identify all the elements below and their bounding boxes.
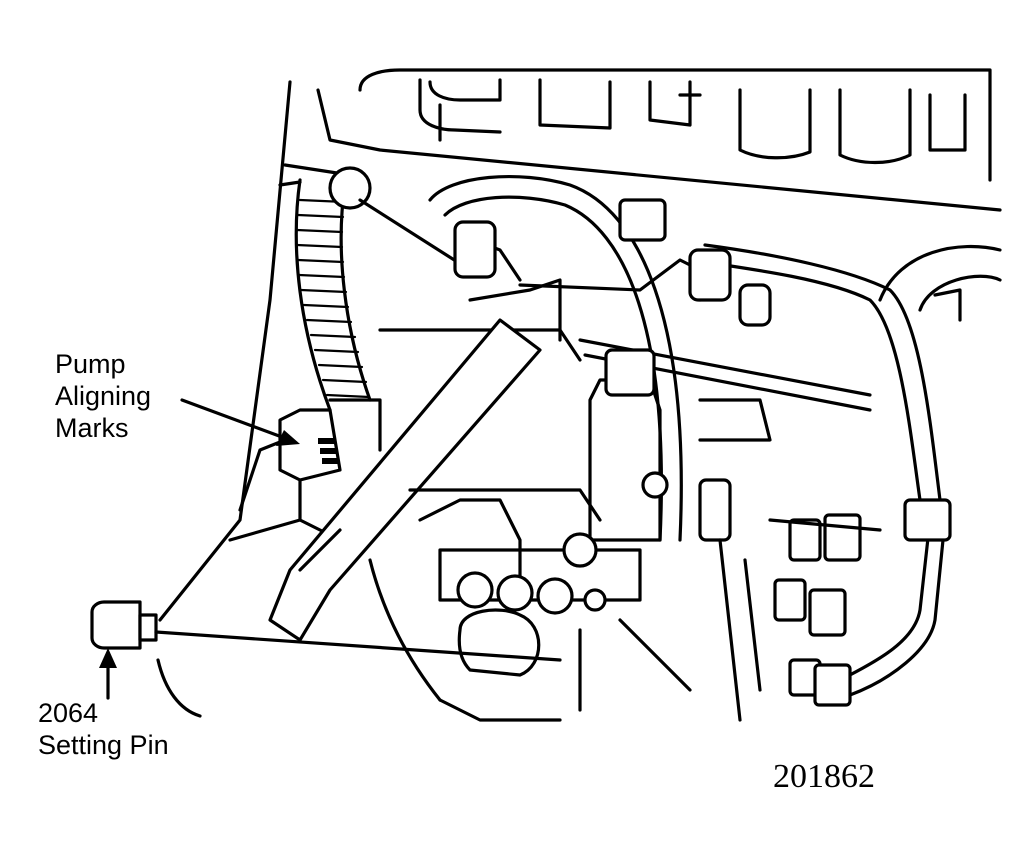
line-fittings xyxy=(453,198,952,707)
label-line: Aligning xyxy=(55,381,152,411)
holding-lever xyxy=(268,318,542,642)
pump-head xyxy=(368,348,882,722)
cylinder-head xyxy=(158,68,1002,622)
label-line: Setting Pin xyxy=(38,730,169,760)
label-line: Pump xyxy=(55,349,126,379)
pump-aligning-marks-label: Pump Aligning Marks xyxy=(55,348,151,444)
aligning-marks xyxy=(318,438,338,464)
setting-pin-label: 2064 Setting Pin xyxy=(38,697,169,761)
leader-arrows xyxy=(99,398,300,700)
figure-number: 201862 xyxy=(773,758,875,795)
label-line: Marks xyxy=(55,413,129,443)
setting-pin xyxy=(90,600,562,718)
timing-belt xyxy=(278,163,372,412)
label-line: 2064 xyxy=(38,698,99,728)
